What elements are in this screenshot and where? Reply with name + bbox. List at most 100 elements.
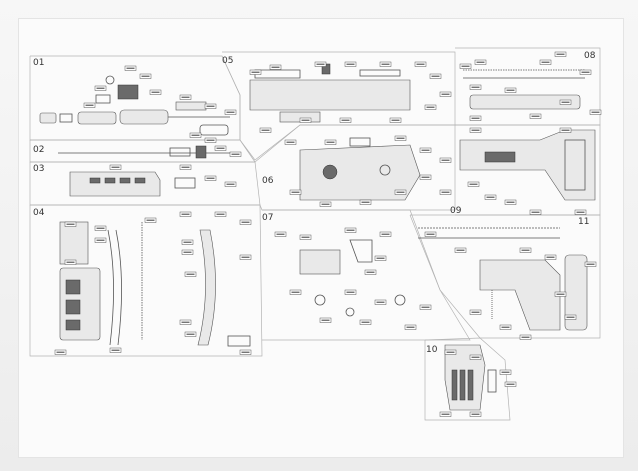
handguard-bracket-drawing [174,177,196,189]
frame-11 [409,214,601,339]
trigger-drawing [394,294,406,306]
part-number-tag-text-mark [261,129,270,131]
part-number-tag-text-mark [346,63,355,65]
upper-receiver-drawing [249,63,411,123]
section-label-08: 08 [584,51,596,61]
rod-collar-drawing [169,147,191,157]
part-number-tag-text-mark [431,75,440,77]
part-number-tag-text-mark [561,129,570,131]
disconnector-drawing [345,307,355,317]
part-number-tag-text-mark [181,166,190,168]
bolt-catch-drawing [349,137,371,147]
gas-tube-drawing [175,101,207,111]
part-number-tag-text-mark [376,257,385,259]
lower-receiver-drawing [299,137,421,201]
part-number-tag-text-mark [241,221,250,223]
part-number-tag-text-mark [85,104,94,106]
part-number-tag-text-mark [471,413,480,415]
front-sight-base-drawing [117,84,139,100]
small-part-drawing [95,94,111,104]
part-number-tag-text-mark [326,141,335,143]
part-number-tag-text-mark [581,71,590,73]
section-label-10: 10 [426,345,438,355]
part-number-tag-text-mark [181,321,190,323]
section-label-06: 06 [262,176,274,186]
part-number-tag-text-mark [546,256,555,258]
section-label-05: 05 [222,56,233,66]
section-label-09: 09 [450,206,462,216]
folding-stock-body-drawing [479,259,561,331]
part-number-tag-text-mark [226,183,235,185]
part-number-tag-text-mark [126,67,135,69]
part-number-tag-text-mark [231,153,240,155]
part-number-tag-text-mark [206,105,215,107]
part-number-tag-text-mark [316,63,325,65]
section-label-11: 11 [578,217,589,227]
stock-body-drawing [459,129,596,201]
section-label-02: 02 [33,145,44,155]
magazine-windows [65,279,81,331]
part-number-tag-text-mark [476,61,485,63]
part-number-tag-text-mark [321,203,330,205]
part-number-tag-text-mark [471,117,480,119]
part-number-tag-text-mark [521,336,530,338]
part-number-tag-text-mark [376,301,385,303]
part-number-tag-text-mark [381,233,390,235]
part-number-tag-text-mark [556,293,565,295]
part-number-tag-text-mark [421,149,430,151]
part-number-tag-text-mark [301,119,310,121]
barrel-nut-drawing [77,111,117,125]
part-number-tag-text-mark [291,291,300,293]
part-number-tag-text-mark [276,233,285,235]
butt-pad-drawing [564,139,586,191]
part-number-tag-text-mark [146,219,155,221]
frame-04 [29,204,263,357]
magazine-floorplate-drawing [227,335,251,347]
part-number-tag-text-mark [501,371,510,373]
part-number-tag-text-mark [96,227,105,229]
bolt-carrier-drawing [359,69,401,77]
part-number-tag-text-mark [506,89,515,91]
part-number-tag-text-mark [391,119,400,121]
part-number-tag-text-mark [421,306,430,308]
part-number-tag-text-mark [506,383,515,385]
part-number-tag-text-mark [591,111,600,113]
part-number-tag-text-mark [456,249,465,251]
part-number-tag-text-mark [241,351,250,353]
part-number-tag-text-mark [66,223,75,225]
part-number-tag-text-mark [396,191,405,193]
part-number-tag-text-mark [531,115,540,117]
part-number-tag-text-mark [181,213,190,215]
trigger-group-drawing [299,239,406,317]
handguard-drawing [69,171,196,197]
buffer-assembly-drawing [463,69,585,110]
part-number-tag-text-mark [506,201,515,203]
part-number-tag-text-mark [291,191,300,193]
section-labels: 01 02 03 04 05 06 07 08 09 10 11 [33,51,596,355]
part-number-tag-text-mark [96,87,105,89]
rod-block-drawing [195,145,207,159]
part-number-tag-text-mark [441,93,450,95]
part-number-tags [54,51,602,417]
part-number-tag-text-mark [346,229,355,231]
part-number-tag-text-mark [141,75,150,77]
part-number-tag-text-mark [541,61,550,63]
part-number-tag-text-mark [346,291,355,293]
part-number-tag-text-mark [226,111,235,113]
part-number-tag-text-mark [66,261,75,263]
part-number-tag-text-mark [531,211,540,213]
handguard-slots [89,177,146,184]
screw-drawing [105,75,115,85]
part-number-tag-text-mark [341,119,350,121]
part-number-tag-text-mark [556,53,565,55]
part-number-tag-text-mark [111,349,120,351]
pistol-grip-drawing [444,344,497,411]
barrel-assembly-drawing [39,75,230,136]
part-number-tag-text-mark [486,196,495,198]
part-number-tag-text-mark [186,333,195,335]
rod-assembly-drawing [58,145,236,159]
part-number-tag-text-mark [286,141,295,143]
part-number-tag-text-mark [561,101,570,103]
part-number-tag-text-mark [366,271,375,273]
